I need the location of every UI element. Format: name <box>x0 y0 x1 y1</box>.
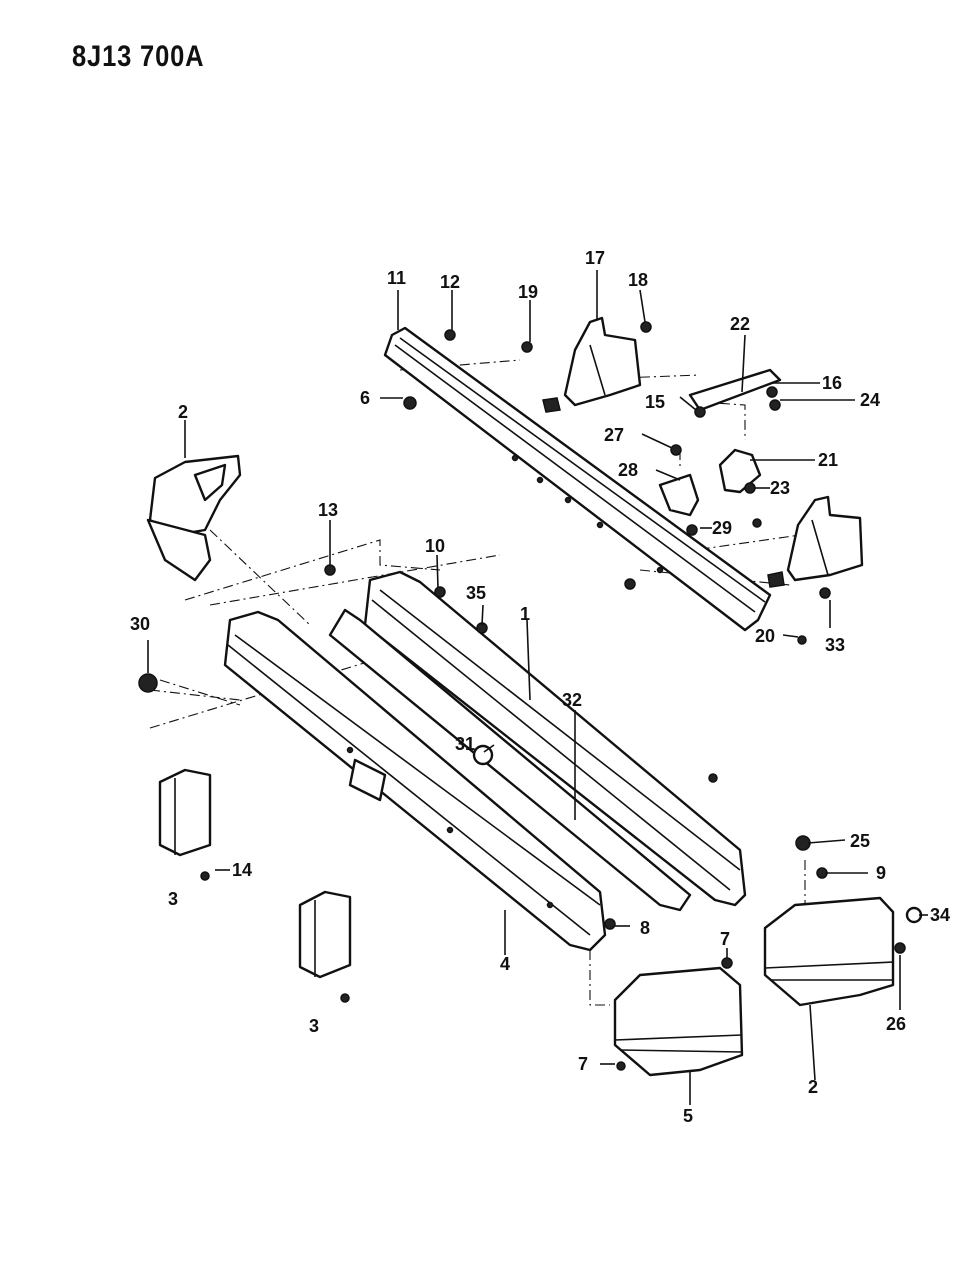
callout-2: 2 <box>178 402 188 422</box>
mounting-bracket-lower <box>767 495 864 588</box>
callout-34: 34 <box>930 905 950 925</box>
callout-23: 23 <box>770 478 790 498</box>
callout-6: 6 <box>360 388 370 408</box>
callout-17: 17 <box>585 248 605 268</box>
callout-14: 14 <box>232 860 252 880</box>
callout-20: 20 <box>755 626 775 646</box>
callout-7: 7 <box>720 929 730 949</box>
end-cap-small-2 <box>298 890 352 979</box>
callout-13: 13 <box>318 500 338 520</box>
reinforcement-bar <box>383 326 772 632</box>
callout-25: 25 <box>850 831 870 851</box>
callout-3-lower: 3 <box>309 1016 319 1036</box>
callout-labels: 1 2 2 3 3 4 5 6 7 7 8 9 10 11 12 13 14 1… <box>130 248 950 1126</box>
callout-12: 12 <box>440 272 460 292</box>
callout-22: 22 <box>730 314 750 334</box>
leader-lines <box>147 270 928 1105</box>
callout-5: 5 <box>683 1106 693 1126</box>
bumper-bar-front <box>223 610 607 952</box>
callout-29: 29 <box>712 518 732 538</box>
callout-18: 18 <box>628 270 648 290</box>
callout-8: 8 <box>640 918 650 938</box>
callout-11: 11 <box>387 268 406 288</box>
callout-10: 10 <box>425 536 445 556</box>
hardware-fasteners <box>138 321 923 1071</box>
diagram-id: 8J13 700A <box>72 40 205 73</box>
callout-2-lower: 2 <box>808 1077 818 1097</box>
callout-35: 35 <box>466 583 486 603</box>
callout-7-lower: 7 <box>578 1054 588 1074</box>
end-cap-lower-center <box>613 966 744 1077</box>
bumper-bar-center <box>328 570 747 912</box>
bracket-plates <box>658 368 782 517</box>
end-cap-upper-left <box>146 454 242 582</box>
end-cap-small-1 <box>158 768 212 857</box>
callout-16: 16 <box>822 373 842 393</box>
callout-33: 33 <box>825 635 845 655</box>
callout-27: 27 <box>604 425 624 445</box>
callout-21: 21 <box>818 450 838 470</box>
callout-28: 28 <box>618 460 638 480</box>
callout-9: 9 <box>876 863 886 883</box>
mounting-bracket-upper <box>542 316 642 413</box>
callout-1: 1 <box>520 604 530 624</box>
callout-32: 32 <box>562 690 582 710</box>
callout-31: 31 <box>455 734 475 754</box>
callout-4: 4 <box>500 954 510 974</box>
callout-30: 30 <box>130 614 150 634</box>
callout-15: 15 <box>645 392 665 412</box>
callout-24: 24 <box>860 390 880 410</box>
callout-3: 3 <box>168 889 178 909</box>
callout-19: 19 <box>518 282 538 302</box>
callout-26: 26 <box>886 1014 906 1034</box>
end-cap-lower-right <box>763 896 895 1007</box>
